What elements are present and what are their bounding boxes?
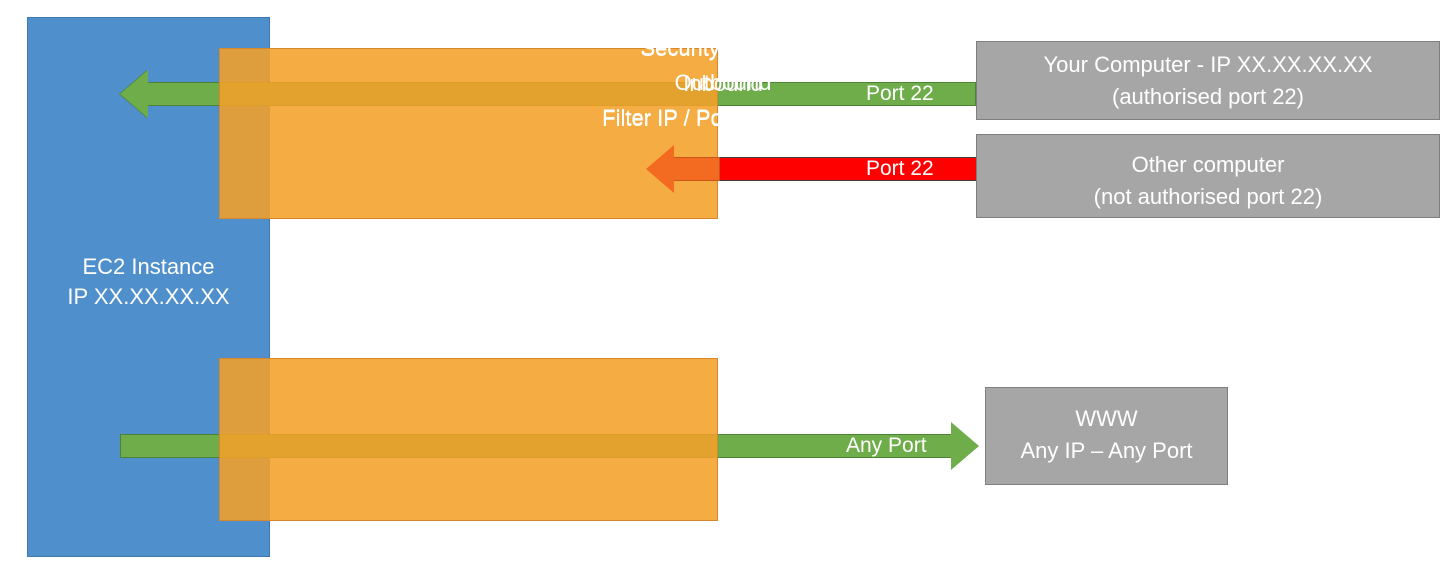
endpoint-other-computer-line2: (not authorised port 22) [1093, 184, 1323, 209]
inbound-blocked-arrow-head-icon [646, 145, 674, 193]
endpoint-other-computer-box: Other computer (not authorised port 22) [976, 134, 1440, 218]
endpoint-your-computer-line1: Your Computer - IP XX.XX.XX.XX [1043, 52, 1373, 77]
endpoint-other-computer-line1: Other computer [1131, 152, 1285, 177]
inbound-allowed-arrow-head-icon [120, 70, 148, 118]
security-group-inbound-box [219, 48, 718, 219]
security-group-outbound-box [219, 358, 718, 521]
inbound-blocked-arrow-shaft [718, 157, 976, 181]
endpoint-www-line2: Any IP – Any Port [1020, 438, 1193, 463]
endpoint-your-computer-box: Your Computer - IP XX.XX.XX.XX (authoris… [976, 41, 1440, 120]
outbound-allowed-arrow-head-icon [951, 422, 979, 470]
endpoint-www-line1: WWW [1075, 406, 1138, 431]
inbound-blocked-arrow-inner-shaft [672, 157, 720, 181]
endpoint-www-box: WWW Any IP – Any Port [985, 387, 1228, 485]
endpoint-your-computer-line2: (authorised port 22) [1112, 84, 1304, 109]
